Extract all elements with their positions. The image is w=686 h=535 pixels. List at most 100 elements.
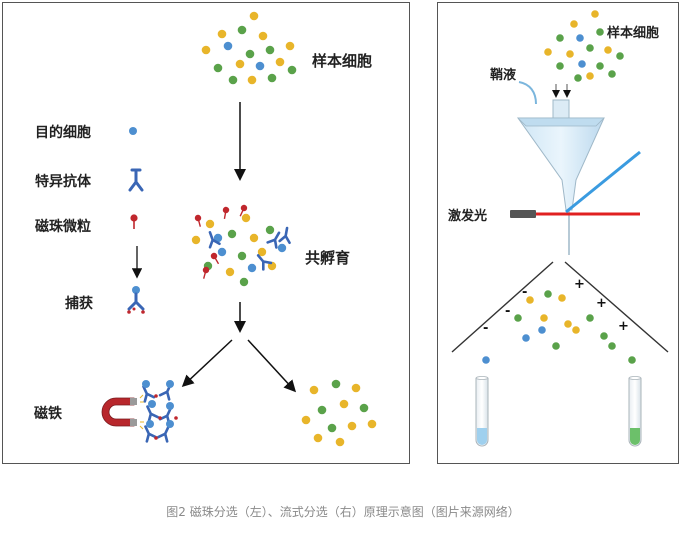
arrow-right-branch bbox=[247, 339, 297, 393]
cell-dot bbox=[237, 251, 247, 261]
antibody-mark bbox=[144, 425, 158, 443]
cell-dot bbox=[604, 46, 612, 54]
magnetic-bead-mark bbox=[210, 252, 220, 265]
captured-target-cells bbox=[142, 380, 178, 443]
cell-dot bbox=[225, 267, 235, 277]
antibody-mark bbox=[256, 254, 273, 271]
co-incubation-label: 共孵育 bbox=[305, 249, 351, 267]
cell-dot bbox=[265, 225, 275, 235]
laser-beam bbox=[510, 150, 641, 218]
cell-dot bbox=[544, 48, 552, 56]
magnetic-bead-mark bbox=[194, 214, 202, 227]
cell-dot bbox=[241, 213, 251, 223]
magnetic-bead-label: 磁珠微粒 bbox=[35, 219, 91, 235]
cell-dot bbox=[227, 229, 237, 239]
magnetic-sorting-panel bbox=[2, 2, 410, 464]
cell-dot bbox=[201, 45, 211, 55]
cell-dot bbox=[205, 219, 215, 229]
magnetic-bead-mark bbox=[239, 204, 248, 217]
cell-dot bbox=[556, 62, 564, 70]
sheath-fluid-label: 鞘液 bbox=[490, 68, 517, 83]
cell-dot bbox=[596, 28, 604, 36]
cell-dot bbox=[564, 320, 572, 328]
cell-dot bbox=[257, 247, 267, 257]
cell-dot bbox=[578, 60, 586, 68]
unbound-cells-cluster bbox=[301, 379, 377, 447]
cell-dot bbox=[586, 44, 594, 52]
cell-dot bbox=[277, 243, 287, 253]
laser-label: 激发光 bbox=[448, 209, 488, 224]
svg-text:+: + bbox=[596, 296, 607, 311]
cell-dot bbox=[267, 73, 277, 83]
sample-cells-label: 样本细胞 bbox=[312, 52, 373, 70]
cell-dot bbox=[482, 356, 490, 364]
cell-dot bbox=[148, 400, 156, 408]
antibody-mark bbox=[266, 231, 281, 249]
cell-dot bbox=[347, 421, 357, 431]
specific-antibody-label: 特异抗体 bbox=[35, 174, 91, 190]
antibody-mark bbox=[156, 425, 170, 443]
cell-dot bbox=[359, 403, 369, 413]
sheath-fluid-inlet bbox=[518, 81, 571, 105]
svg-text:-: - bbox=[522, 285, 527, 300]
cell-dot bbox=[301, 415, 311, 425]
legend-magnetic-bead-icon bbox=[130, 214, 138, 229]
cell-dot bbox=[275, 57, 285, 67]
right-deflection-plate bbox=[564, 261, 669, 353]
cell-dot bbox=[540, 314, 548, 322]
cell-dot bbox=[522, 334, 530, 342]
figure-caption: 图2 磁珠分选（左）、流式分选（右）原理示意图（图片来源网络） bbox=[166, 505, 520, 519]
antibody-mark bbox=[278, 226, 291, 245]
magnetic-bead-mark bbox=[202, 266, 210, 279]
cell-dot bbox=[566, 50, 574, 58]
bead-dot bbox=[158, 416, 162, 420]
cell-dot bbox=[616, 52, 624, 60]
cell-dot bbox=[526, 296, 534, 304]
cell-dot bbox=[166, 402, 174, 410]
cell-dot bbox=[258, 31, 268, 41]
arrow-left-branch bbox=[181, 339, 233, 388]
cell-dot bbox=[245, 49, 255, 59]
svg-text:-: - bbox=[483, 321, 488, 336]
cell-dot bbox=[331, 379, 341, 389]
collection-tube-right bbox=[628, 376, 642, 447]
cell-dot bbox=[608, 342, 616, 350]
bead-dot bbox=[174, 416, 178, 420]
cell-dot bbox=[608, 70, 616, 78]
cell-dot bbox=[142, 380, 150, 388]
cell-dot bbox=[265, 45, 275, 55]
cell-dot bbox=[247, 263, 257, 273]
cell-dot bbox=[223, 41, 233, 51]
cell-dot bbox=[570, 20, 578, 28]
bead-dot bbox=[154, 394, 158, 398]
svg-text:-: - bbox=[505, 304, 510, 319]
magnet-label: 磁铁 bbox=[34, 406, 62, 422]
cell-dot bbox=[255, 61, 265, 71]
cell-dot bbox=[239, 277, 249, 287]
magnetic-bead-mark bbox=[222, 206, 230, 219]
legend-antibody-icon bbox=[128, 168, 144, 192]
legend-captured-complex-icon bbox=[127, 286, 145, 314]
cell-dot bbox=[313, 433, 323, 443]
charge-signs: - - - + + + bbox=[483, 277, 629, 336]
target-cell-label: 目的细胞 bbox=[35, 125, 91, 141]
cell-dot bbox=[367, 419, 377, 429]
antibody-mark bbox=[208, 231, 221, 249]
cell-dot bbox=[600, 332, 608, 340]
flow-sample-cells-label: 样本细胞 bbox=[607, 26, 660, 41]
collection-tube-left bbox=[475, 376, 489, 447]
cell-dot bbox=[591, 10, 599, 18]
cell-dot bbox=[628, 356, 636, 364]
cell-dot bbox=[514, 314, 522, 322]
cell-dot bbox=[249, 233, 259, 243]
svg-text:+: + bbox=[618, 319, 629, 334]
cell-dot bbox=[586, 314, 594, 322]
cell-dot bbox=[327, 423, 337, 433]
svg-text:+: + bbox=[574, 277, 585, 292]
cell-dot bbox=[596, 62, 604, 70]
antibody-mark bbox=[142, 385, 156, 403]
cell-dot bbox=[339, 399, 349, 409]
cell-dot bbox=[572, 326, 580, 334]
cell-dot bbox=[335, 437, 345, 447]
